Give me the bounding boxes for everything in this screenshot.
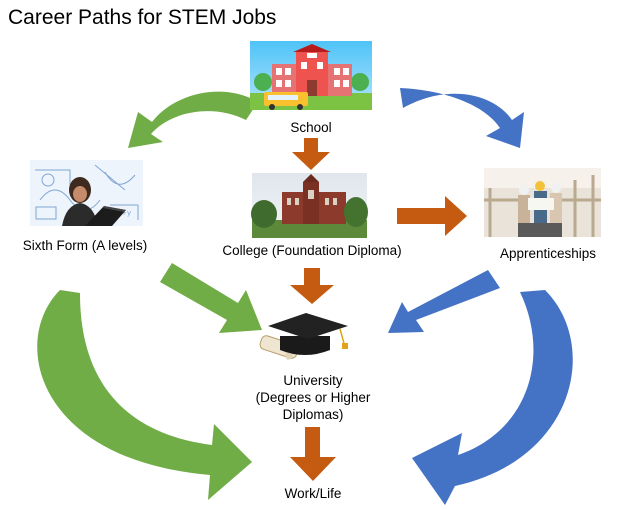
school-image bbox=[250, 41, 372, 110]
apprenticeships-image bbox=[484, 168, 601, 237]
school-label: School bbox=[290, 120, 332, 135]
sixth-form-image: x² +y bbox=[30, 160, 143, 226]
diagram-title: Career Paths for STEM Jobs bbox=[8, 6, 277, 29]
college-image bbox=[251, 173, 368, 238]
arrow-sixth-form-to-work-life bbox=[37, 290, 252, 500]
university-image bbox=[259, 313, 348, 360]
work-life-label: Work/Life bbox=[284, 486, 342, 501]
arrow-school-to-apprenticeships bbox=[400, 88, 524, 148]
arrow-college-to-university bbox=[290, 268, 334, 304]
college-label: College (Foundation Diploma) bbox=[222, 243, 402, 258]
apprenticeships-label: Apprenticeships bbox=[499, 246, 597, 261]
arrow-apprenticeships-to-work-life bbox=[412, 290, 573, 505]
arrow-college-to-apprenticeships bbox=[397, 196, 467, 236]
sixth-form-label: Sixth Form (A levels) bbox=[22, 238, 148, 253]
arrow-school-to-college bbox=[292, 138, 330, 170]
university-label-line3: Diplomas) bbox=[282, 407, 344, 422]
arrow-apprenticeships-to-university bbox=[388, 270, 500, 333]
university-label-line1: University bbox=[283, 373, 343, 388]
arrow-university-to-work-life bbox=[290, 427, 336, 481]
arrow-sixth-form-to-university bbox=[160, 263, 262, 333]
arrow-school-to-sixth-form bbox=[128, 91, 258, 148]
university-label-line2: (Degrees or Higher bbox=[255, 390, 371, 405]
